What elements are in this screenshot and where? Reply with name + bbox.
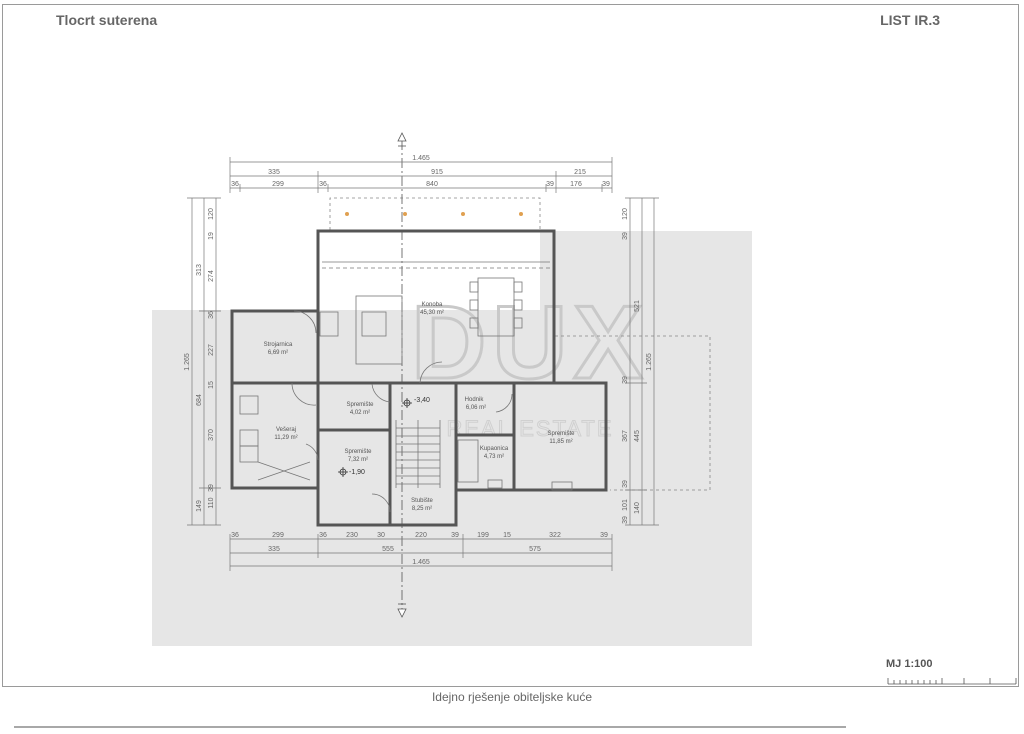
dim-right-inner-c: 39: [622, 376, 629, 384]
dim-bottom-total: 1.465: [412, 559, 430, 566]
dims-left-text: 1.265 313 684 149 120 19 274 36 227 15 3…: [184, 208, 215, 512]
dim-right-inner-b: 39: [622, 232, 629, 240]
room-labels: Konoba 45,30 m² Strojarnica 6,69 m² Veše…: [264, 302, 576, 512]
level-spremiste: -1,90: [349, 469, 365, 476]
dim-left-inner-i: 110: [208, 497, 215, 508]
dim-right-inner-e: 39: [622, 480, 629, 488]
stairs: [395, 420, 441, 488]
dims-right-lines: [625, 197, 659, 526]
level-hodnik: -3,40: [414, 397, 430, 404]
dim-top-row3-g: 39: [602, 181, 610, 188]
dim-right-inner-a: 120: [622, 208, 629, 220]
room-hodnik-name: Hodnik: [465, 397, 485, 403]
dim-top-row3-a: 36: [231, 181, 239, 188]
dim-right-inner-g: 39: [622, 516, 629, 524]
dim-top-row2-c: 215: [574, 169, 586, 176]
room-stubiste-name: Stubište: [411, 498, 433, 504]
room-kupaonica-area: 4,73 m²: [484, 454, 504, 460]
dim-top-row3-e: 39: [546, 181, 554, 188]
room-spremiste1-area: 4,02 m²: [350, 410, 370, 416]
dim-right-mid-a: 521: [634, 300, 641, 312]
dim-bottom-row1-d: 230: [346, 532, 358, 539]
dim-bottom-row1-a: 36: [231, 532, 239, 539]
dim-bottom-row1-j: 322: [549, 532, 561, 539]
dim-bottom-row2-a: 335: [268, 546, 280, 553]
room-kupaonica-name: Kupaonica: [480, 446, 509, 452]
walls: [230, 229, 608, 527]
dim-right-mid-c: 140: [634, 502, 641, 514]
dim-right-inner-f: 101: [622, 499, 629, 511]
dims-top-text: 1.465 335 915 215 36 299 36 840 39 176 3…: [231, 155, 610, 188]
dim-left-mid-c: 149: [196, 500, 203, 512]
dim-left-inner-b: 19: [208, 232, 215, 240]
dims-bottom-text: 36 299 36 230 30 220 39 199 15 322 39 33…: [231, 532, 608, 566]
room-vesteraj-area: 11,29 m²: [274, 435, 297, 441]
dim-bottom-row2-b: 555: [382, 546, 394, 553]
footer-caption: Idejno rješenje obiteljske kuće: [431, 690, 593, 704]
room-spremiste2-name: Spremište: [344, 449, 372, 455]
dim-top-row3-d: 840: [426, 181, 438, 188]
terrace: [329, 197, 541, 230]
dim-top-row3-b: 299: [272, 181, 284, 188]
dim-bottom-row1-e: 30: [377, 532, 385, 539]
dim-left-inner-c: 274: [208, 270, 215, 282]
dim-bottom-row1-i: 15: [503, 532, 511, 539]
dim-bottom-row1-b: 299: [272, 532, 284, 539]
room-strojarnica-area: 6,69 m²: [268, 350, 288, 356]
room-strojarnica-name: Strojarnica: [264, 342, 293, 348]
dim-top-row2-b: 915: [431, 169, 443, 176]
dim-bottom-row2-c: 575: [529, 546, 541, 553]
room-spremiste3-name: Spremište: [547, 431, 575, 437]
dim-top-row2-a: 335: [268, 169, 280, 176]
dim-bottom-row1-g: 39: [451, 532, 459, 539]
dim-bottom-row1-f: 220: [415, 532, 427, 539]
sheet-title: Tlocrt suterena: [56, 12, 158, 28]
dim-bottom-row1-c: 36: [319, 532, 327, 539]
sheet-frame: [2, 4, 1019, 687]
dims-left-lines: [187, 197, 221, 526]
dim-left-mid-b: 684: [196, 394, 203, 406]
dim-left-inner-h: 39: [208, 484, 215, 492]
dims-right-text: 1.265 521 445 140 120 39 39 367 39 101 3…: [622, 208, 653, 524]
dim-bottom-row1-h: 199: [477, 532, 489, 539]
watermark: DUX REAL ESTATE: [152, 231, 752, 646]
dim-left-inner-g: 370: [208, 429, 215, 441]
watermark-subtitle: REAL ESTATE: [446, 416, 613, 441]
dim-top-row3-c: 36: [319, 181, 327, 188]
dim-left-total: 1.265: [184, 353, 191, 371]
room-konoba-name: Konoba: [422, 302, 443, 308]
room-spremiste2-area: 7,32 m²: [348, 457, 368, 463]
scale-bar: [887, 678, 1017, 685]
dim-right-inner-d: 367: [622, 430, 629, 442]
room-spremiste1-name: Spremište: [346, 402, 374, 408]
dim-left-inner-e: 227: [208, 344, 215, 356]
dims-bottom-lines: [229, 534, 613, 571]
room-spremiste3-area: 11,85 m²: [549, 439, 572, 445]
room-vesteraj-name: Vešeraj: [276, 427, 296, 433]
room-konoba-area: 45,30 m²: [420, 310, 444, 316]
dim-right-mid-b: 445: [634, 430, 641, 442]
dim-left-inner-d: 36: [208, 311, 215, 319]
section-line: [397, 132, 407, 618]
dims-top-lines: [229, 157, 613, 193]
dim-left-inner-a: 120: [208, 208, 215, 220]
dim-bottom-row1-k: 39: [600, 532, 608, 539]
dim-top-total: 1.465: [412, 155, 430, 162]
scale-label: MJ 1:100: [886, 658, 933, 670]
level-markers: [338, 398, 412, 477]
footer-line: [14, 726, 846, 728]
dim-left-inner-f: 15: [208, 381, 215, 389]
plan-details: [239, 261, 573, 513]
room-stubiste-area: 8,25 m²: [412, 506, 432, 512]
dim-top-row3-f: 176: [570, 181, 582, 188]
sheet-number: LIST IR.3: [880, 12, 940, 28]
room-hodnik-area: 6,06 m²: [466, 405, 486, 411]
dim-left-mid-a: 313: [196, 264, 203, 276]
dim-right-total: 1.265: [646, 353, 653, 371]
